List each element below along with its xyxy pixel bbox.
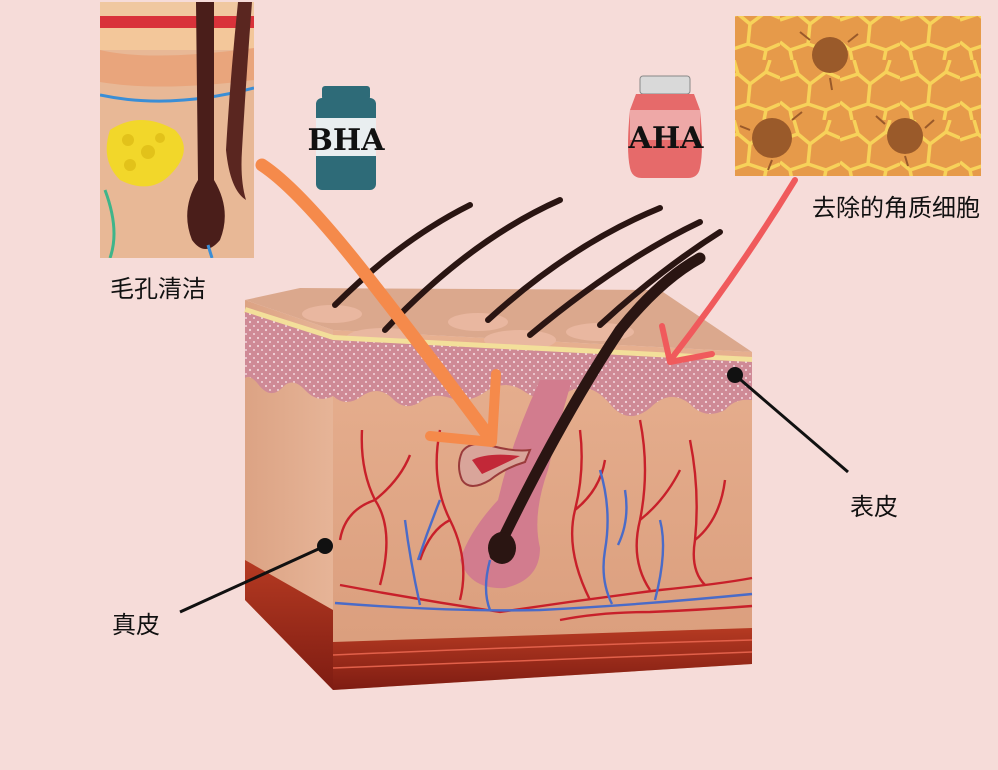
aha-bottle: AHA — [628, 75, 705, 178]
skin-left-subcutis — [245, 560, 333, 690]
bha-bottle: BHA — [308, 86, 386, 190]
epidermis-pointer — [727, 367, 849, 474]
blood-vessels-red — [338, 419, 753, 622]
epidermis-label: 表皮 — [850, 493, 898, 521]
pore-inset-image — [100, 2, 254, 258]
hairs — [332, 197, 723, 561]
dead-skin-removal-label: 去除的角质细胞 — [812, 194, 980, 222]
dermis-label: 真皮 — [112, 611, 160, 639]
bha-label: BHA — [308, 123, 386, 158]
aha-arrow — [659, 177, 798, 365]
skin-block — [244, 197, 753, 690]
hair-follicle — [460, 380, 572, 589]
pore-cleansing-label: 毛孔清洁 — [110, 275, 206, 303]
skin-front-face — [333, 330, 752, 690]
bha-arrow — [255, 158, 501, 447]
blood-vessels-blue — [334, 469, 753, 612]
aha-label: AHA — [628, 121, 705, 156]
dermis-pointer — [179, 538, 333, 614]
dead-skin-inset-image — [735, 16, 981, 176]
